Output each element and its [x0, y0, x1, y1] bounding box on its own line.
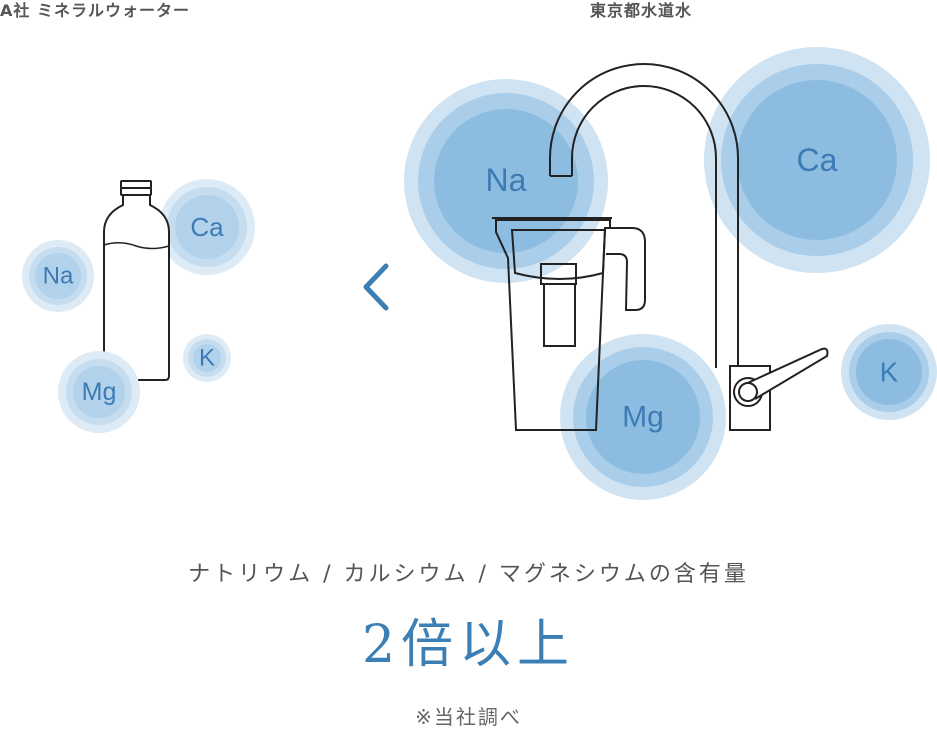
right-k-label: K — [880, 357, 899, 388]
right-na-label: Na — [486, 162, 527, 198]
left-k-label: K — [199, 345, 215, 372]
right-ca-bubble: Ca — [704, 47, 930, 273]
left-mg-label: Mg — [82, 378, 117, 406]
left-na-label: Na — [43, 263, 74, 290]
left-mg-bubble: Mg — [58, 351, 140, 433]
bottle-icon — [103, 180, 170, 381]
caption: ナトリウム / カルシウム / マグネシウムの含有量 — [188, 562, 749, 587]
faucet-icon — [549, 63, 829, 431]
left-ca-bubble: Ca — [159, 179, 255, 275]
right-mg-label: Mg — [622, 401, 664, 434]
chevron-left-icon — [363, 263, 389, 311]
footnote: ※当社調べ — [415, 705, 522, 729]
headline: 2倍以上 — [361, 615, 576, 675]
right-mg-bubble: Mg — [560, 334, 726, 500]
pitcher-icon — [492, 217, 646, 431]
right-title: 東京都水道水 — [590, 1, 693, 20]
right-k-bubble: K — [841, 324, 937, 420]
left-k-bubble: K — [183, 334, 231, 382]
left-na-bubble: Na — [22, 240, 94, 312]
right-ca-label: Ca — [797, 142, 838, 178]
left-ca-label: Ca — [190, 212, 224, 242]
left-title: A社 ミネラルウォーター — [0, 1, 190, 20]
